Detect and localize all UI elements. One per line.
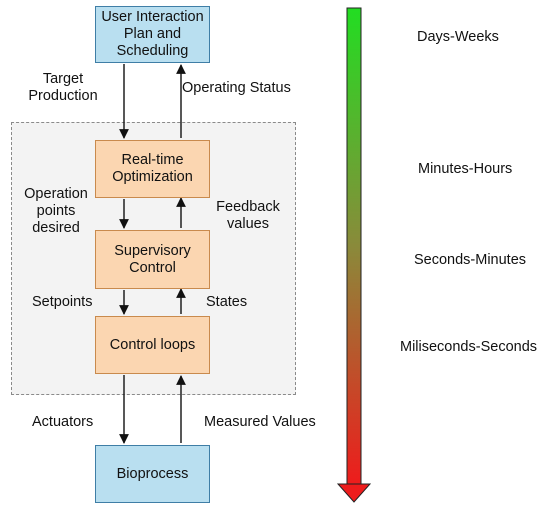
- timescale-arrow-shaft: [346, 7, 362, 485]
- timescale-seconds-minutes: Seconds-Minutes: [414, 252, 527, 268]
- planning-label: User Interaction Plan and Scheduling: [101, 9, 204, 59]
- control-loops-box: Control loops: [95, 316, 210, 374]
- measured-values-label: Measured Values: [204, 414, 316, 430]
- setpoints-label: Setpoints: [32, 294, 93, 310]
- control-loops-label: Control loops: [109, 336, 196, 353]
- operating-status-label: Operating Status: [182, 80, 291, 96]
- rto-box: Real-time Optimization: [95, 140, 210, 198]
- timescale-days-weeks: Days-Weeks: [417, 29, 499, 45]
- target-production-label: Target Production: [28, 71, 98, 104]
- timescale-arrow-head: [336, 483, 372, 503]
- states-label: States: [206, 294, 248, 310]
- supervisory-label: Supervisory Control: [114, 242, 191, 276]
- timescale-milliseconds-seconds: Miliseconds-Seconds: [400, 339, 538, 355]
- planning-box: User Interaction Plan and Scheduling: [95, 6, 210, 63]
- feedback-values-label: Feedback values: [216, 199, 280, 232]
- bioprocess-box: Bioprocess: [95, 445, 210, 503]
- rto-label: Real-time Optimization: [112, 152, 193, 185]
- operation-points-label: Operation points desired: [24, 186, 88, 236]
- actuators-label: Actuators: [32, 414, 94, 430]
- timescale-minutes-hours: Minutes-Hours: [418, 161, 513, 177]
- bioprocess-label: Bioprocess: [116, 465, 189, 482]
- supervisory-box: Supervisory Control: [95, 230, 210, 289]
